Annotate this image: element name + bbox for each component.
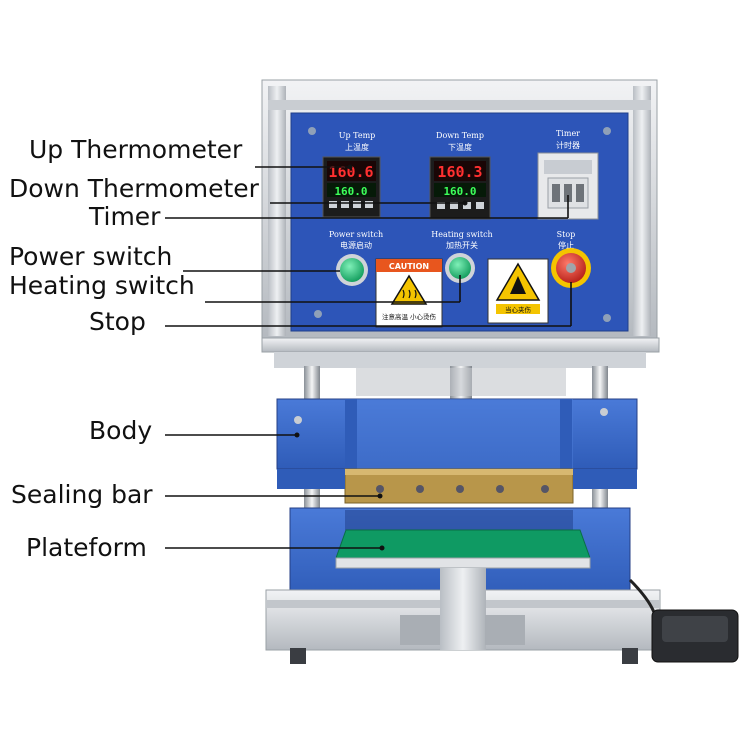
callout-power-switch: Power switch	[9, 242, 173, 271]
platform	[335, 529, 591, 569]
down-temp-key-1[interactable]	[437, 202, 445, 209]
screw-icon	[314, 310, 322, 318]
callout-down-thermometer: Down Thermometer	[9, 174, 259, 203]
up-temp-key-2[interactable]	[341, 201, 349, 208]
callout-lines	[165, 166, 572, 549]
down-temp-key-2[interactable]	[450, 202, 458, 209]
callout-heating-switch: Heating switch	[9, 271, 195, 300]
heating-switch-panel-label: Heating switch	[431, 230, 492, 239]
timer-dial-1[interactable]	[552, 184, 560, 202]
caution-text: 注意高温 小心烫伤	[382, 312, 437, 321]
upper-rail	[261, 337, 660, 353]
foot-clamp-right	[485, 615, 525, 645]
heating-switch-button[interactable]	[449, 257, 471, 279]
caution-label: CAUTION 注意高温 小心烫伤	[375, 258, 443, 328]
down-temp-key-4[interactable]	[476, 202, 484, 209]
up-temp-key-3[interactable]	[353, 201, 361, 208]
screw-icon	[603, 127, 611, 135]
callout-plateform: Plateform	[26, 533, 147, 562]
down-temp-cn-label: 下温度	[448, 142, 472, 152]
foot-right	[622, 648, 638, 664]
foot-pedal-icon[interactable]	[651, 609, 739, 663]
foot-clamp-left	[400, 615, 440, 645]
up-temp-label: Up Temp	[339, 131, 376, 140]
power-switch-panel-label: Power switch	[329, 230, 383, 239]
timer-dial-3[interactable]	[576, 184, 584, 202]
hand-warning-text: 当心夹伤	[505, 305, 532, 314]
up-temp-key-4[interactable]	[365, 201, 373, 208]
timer-dial-2[interactable]	[564, 184, 572, 202]
screw-icon	[603, 314, 611, 322]
timer-cn-label: 计时器	[556, 140, 580, 150]
callout-stop: Stop	[89, 307, 146, 336]
callout-up-thermometer: Up Thermometer	[29, 135, 243, 164]
stop-cn-label: 停止	[558, 240, 574, 250]
timer-label: Timer	[556, 129, 580, 138]
power-switch-cn-label: 电源启动	[340, 240, 372, 250]
callout-timer: Timer	[89, 202, 161, 231]
up-temp-key-1[interactable]	[329, 201, 337, 208]
screw-icon	[308, 127, 316, 135]
foot-left	[290, 648, 306, 664]
body-block	[276, 398, 638, 470]
caution-header: CAUTION	[389, 262, 429, 271]
base-frame	[265, 568, 661, 664]
callout-body: Body	[89, 416, 153, 445]
down-temp-sv-readout: 160.0	[443, 185, 476, 198]
down-thermometer-display: 160.3 160.0	[429, 156, 491, 220]
power-switch-button[interactable]	[340, 258, 364, 282]
heating-switch-cn-label: 加热开关	[446, 240, 478, 250]
down-temp-key-3[interactable]	[463, 202, 471, 209]
stop-panel-label: Stop	[557, 230, 576, 239]
callout-sealing-bar: Sealing bar	[11, 480, 153, 509]
up-temp-sv-readout: 160.0	[334, 185, 367, 198]
down-temp-pv-readout: 160.3	[437, 163, 482, 181]
down-temp-label: Down Temp	[436, 131, 484, 140]
up-temp-cn-label: 上温度	[345, 142, 369, 152]
hand-warning-label: 当心夹伤	[487, 258, 549, 324]
